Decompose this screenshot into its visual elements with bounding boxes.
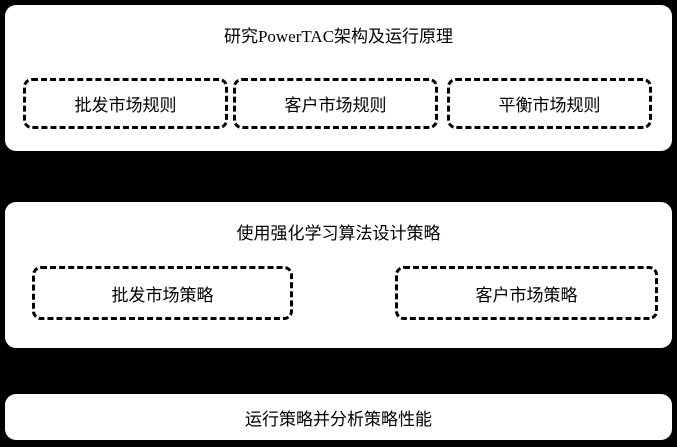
item-customer-market-strategy: 客户市场策略 xyxy=(395,266,658,320)
item-balancing-market-rules-label: 平衡市场规则 xyxy=(498,96,601,115)
stage-run-panel: 运行策略并分析策略性能 xyxy=(5,394,672,440)
item-wholesale-market-rules-label: 批发市场规则 xyxy=(74,96,177,115)
stage-design-panel: 使用强化学习算法设计策略 批发市场策略 客户市场策略 xyxy=(5,202,672,348)
item-customer-market-rules: 客户市场规则 xyxy=(233,78,438,129)
item-wholesale-market-strategy-label: 批发市场策略 xyxy=(111,285,214,305)
stage-research-panel: 研究PowerTAC架构及运行原理 批发市场规则 客户市场规则 平衡市场规则 xyxy=(5,5,672,151)
stage-research-title: 研究PowerTAC架构及运行原理 xyxy=(223,27,454,46)
item-wholesale-market-rules: 批发市场规则 xyxy=(23,78,228,129)
item-customer-market-rules-label: 客户市场规则 xyxy=(284,96,387,115)
item-wholesale-market-strategy: 批发市场策略 xyxy=(32,266,293,320)
stage-run-title: 运行策略并分析策略性能 xyxy=(245,409,432,429)
item-balancing-market-rules: 平衡市场规则 xyxy=(447,78,652,129)
stage-design-title: 使用强化学习算法设计策略 xyxy=(236,224,441,243)
item-customer-market-strategy-label: 客户市场策略 xyxy=(475,285,578,305)
